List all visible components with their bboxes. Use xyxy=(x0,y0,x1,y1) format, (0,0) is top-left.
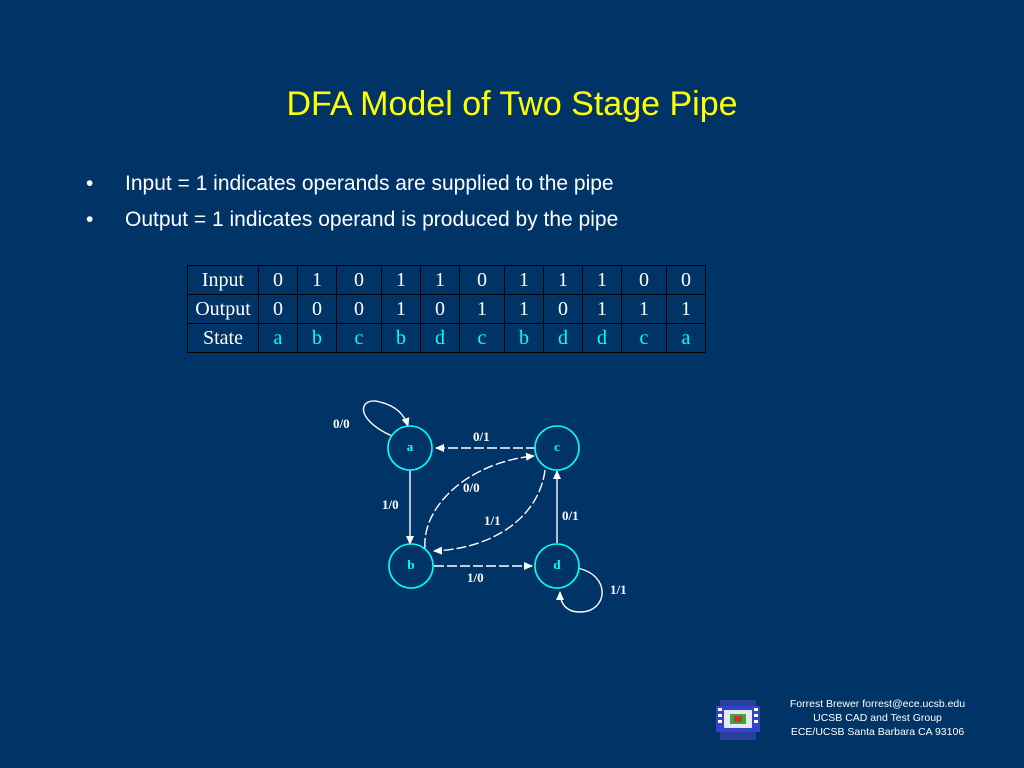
state-c-node xyxy=(534,425,580,471)
transition-d-d xyxy=(556,567,603,613)
transition-c-b xyxy=(433,469,546,555)
state-a-label: a xyxy=(407,439,414,454)
bullet-icon: • xyxy=(86,172,94,195)
table-cell: 0 xyxy=(297,294,337,324)
table-cell: a xyxy=(666,323,706,353)
table-cell: b xyxy=(504,323,544,353)
label-d-d: 1/1 xyxy=(610,582,627,597)
table-cell: c xyxy=(621,323,667,353)
table-cell: c xyxy=(336,323,382,353)
label-c-a: 0/1 xyxy=(473,429,490,444)
row-header: State xyxy=(187,323,259,353)
footer-address: ECE/UCSB Santa Barbara CA 93106 xyxy=(790,726,965,738)
bullet-item: • Input = 1 indicates operands are suppli… xyxy=(86,168,618,204)
bullet-text: Input = 1 indicates operands are supplie… xyxy=(125,172,614,195)
label-d-c: 0/1 xyxy=(562,508,579,523)
table-cell: 1 xyxy=(381,294,421,324)
table-cell: 1 xyxy=(666,294,706,324)
state-a-node xyxy=(387,425,433,471)
row-header: Output xyxy=(187,294,259,324)
table-cell: 0 xyxy=(621,265,667,295)
label-b-c: 0/0 xyxy=(463,480,480,495)
row-header: Input xyxy=(187,265,259,295)
table-cell: d xyxy=(543,323,583,353)
table-cell: 1 xyxy=(582,265,622,295)
label-c-b: 1/1 xyxy=(484,513,501,528)
bullet-text: Output = 1 indicates operand is produced… xyxy=(125,208,619,231)
transition-a-a xyxy=(362,400,410,437)
table-cell: a xyxy=(258,323,298,353)
footer-author: Forrest Brewer forrest@ece.ucsb.edu xyxy=(789,698,966,710)
footer-group: UCSB CAD and Test Group xyxy=(813,712,942,724)
table-cell: 0 xyxy=(543,294,583,324)
table-cell: 0 xyxy=(459,265,505,295)
transition-b-c xyxy=(424,452,535,549)
label-a-b: 1/0 xyxy=(382,497,399,512)
state-b-label: b xyxy=(407,557,414,572)
table-cell: d xyxy=(420,323,460,353)
bullet-item: • Output = 1 indicates operand is produce… xyxy=(86,204,618,240)
bullet-list: • Input = 1 indicates operands are suppli… xyxy=(86,168,618,240)
bullet-icon: • xyxy=(86,208,94,231)
table-cell: 0 xyxy=(336,294,382,324)
label-b-d: 1/0 xyxy=(467,570,484,585)
slide-title: DFA Model of Two Stage Pipe xyxy=(286,85,738,123)
state-b-node xyxy=(388,543,434,589)
state-c-label: c xyxy=(554,439,560,454)
state-d-node xyxy=(534,543,580,589)
state-d-label: d xyxy=(553,557,561,572)
footer: Forrest Brewer forrest@ece.ucsb.edu UCSB… xyxy=(770,697,985,739)
table-cell: 1 xyxy=(459,294,505,324)
table-cell: 1 xyxy=(381,265,421,295)
table-cell: 1 xyxy=(504,265,544,295)
ucsb-logo xyxy=(716,700,760,740)
table-cell: 1 xyxy=(621,294,667,324)
table-cell: d xyxy=(582,323,622,353)
label-a-a: 0/0 xyxy=(333,416,350,431)
